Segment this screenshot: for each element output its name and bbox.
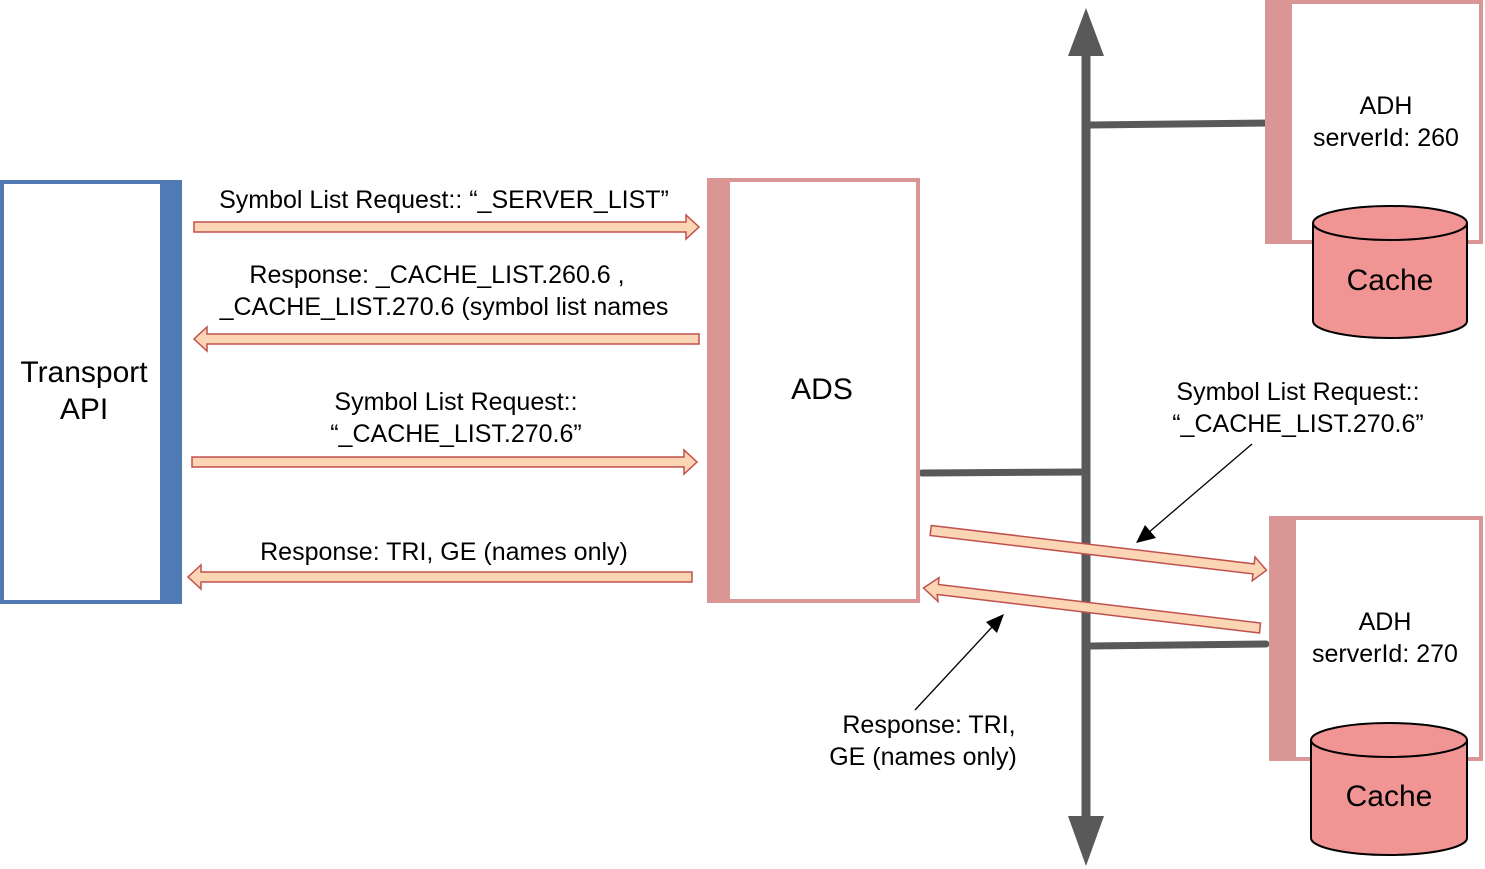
cache-270-cylinder: Cache (1310, 722, 1468, 856)
msg-adh-ads-response-line1: Response: TRI, (842, 711, 1015, 739)
bus-connector-adh-260 (1086, 119, 1274, 129)
arrow-cache-list-response (192, 325, 700, 353)
transport-api-box: Transport API (0, 180, 182, 604)
arrow-ads-to-adh-request (929, 524, 1268, 583)
msg-adh-ads-response-line2: GE (names only) (829, 743, 1017, 771)
callout-pointer-request (1136, 443, 1253, 543)
callout-pointer-response (914, 614, 1004, 711)
adh-260-box: ADH serverId: 260 (1265, 0, 1483, 244)
ads-box: ADS (707, 178, 920, 603)
cache-260-cylinder: Cache (1312, 205, 1468, 339)
adh-260-label-line2: serverId: 260 (1313, 124, 1459, 152)
transport-api-label-line2: API (60, 393, 108, 426)
msg-server-list-request: Symbol List Request:: “_SERVER_LIST” (219, 186, 669, 214)
arrow-server-list-request (193, 213, 701, 241)
adh-260-label-line1: ADH (1360, 92, 1413, 120)
bus-connector-ads (918, 468, 1090, 477)
arrow-adh-to-ads-response (922, 576, 1262, 634)
arrow-cache-list-request (191, 448, 699, 476)
msg-ads-adh-request-line2: “_CACHE_LIST.270.6” (1172, 410, 1424, 438)
arrow-names-response (186, 563, 693, 591)
bus-connector-adh-270 (1086, 640, 1270, 650)
transport-api-label-line1: Transport (20, 356, 148, 389)
msg-cache-list-request-line1: Symbol List Request:: (334, 388, 577, 416)
ads-label: ADS (791, 373, 853, 406)
msg-ads-adh-request-line1: Symbol List Request:: (1176, 378, 1419, 406)
msg-cache-list-request-line2: “_CACHE_LIST.270.6” (330, 420, 582, 448)
cache-270-label: Cache (1346, 780, 1433, 813)
cache-260-label: Cache (1347, 264, 1434, 297)
msg-cache-list-response-line2: _CACHE_LIST.270.6 (symbol list names (219, 293, 669, 321)
adh-270-label-line2: serverId: 270 (1312, 640, 1458, 668)
msg-names-response: Response: TRI, GE (names only) (260, 538, 628, 566)
msg-cache-list-response-line1: Response: _CACHE_LIST.260.6 , (249, 261, 624, 289)
network-bus (1068, 8, 1104, 866)
adh-270-label-line1: ADH (1359, 608, 1412, 636)
